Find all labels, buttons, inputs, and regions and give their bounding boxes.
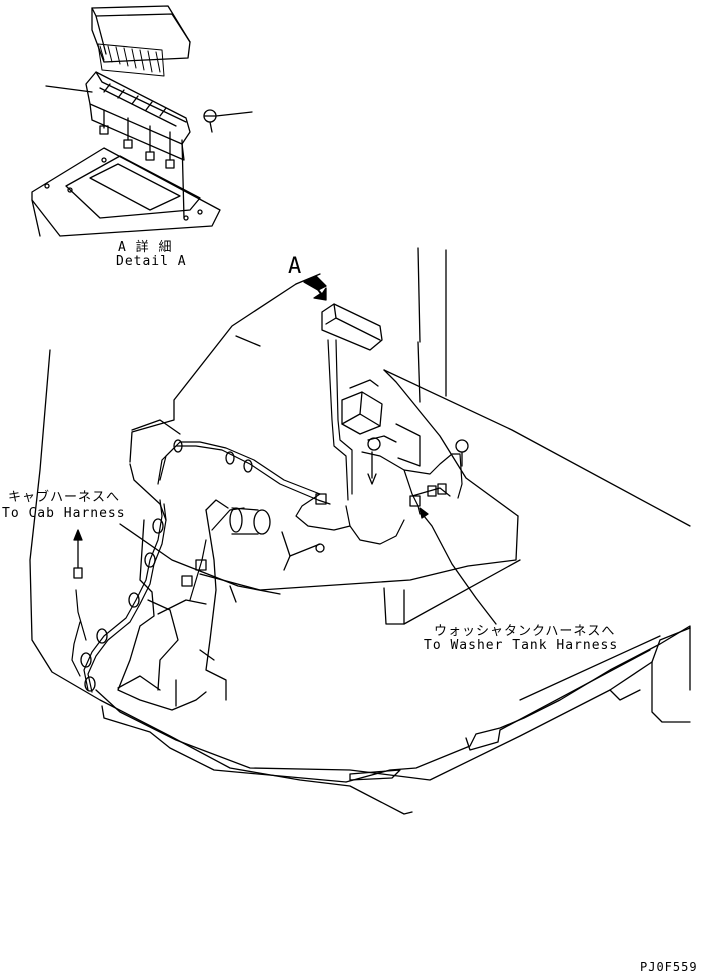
washer-harness-label-jp: ウォッシャタンクハーネスへ [434,624,616,639]
detail-a-drawing [31,5,221,237]
cab-structure [29,247,691,815]
drawing-code: PJ0F559 [640,960,698,974]
detail-leader-fusebox [45,85,93,93]
washer-harness-leader [423,515,497,625]
view-marker-label: A [288,254,303,279]
detail-title-jp: A 詳 細 [118,240,173,255]
harness-clamps [73,439,469,692]
washer-harness-arrow [419,507,429,519]
fuse-box-main [321,303,397,485]
cab-harness-label-jp: キャブハーネスへ [8,490,121,505]
cab-harness-leader [119,523,281,595]
cab-harness-up-arrow [73,529,83,569]
detail-leader-screw [215,111,253,117]
detail-title-en: Detail A [116,254,187,269]
wire-harness [71,339,463,693]
cab-harness-label-en: To Cab Harness [2,506,126,521]
view-arrow [303,275,327,301]
washer-harness-label-en: To Washer Tank Harness [424,638,619,653]
